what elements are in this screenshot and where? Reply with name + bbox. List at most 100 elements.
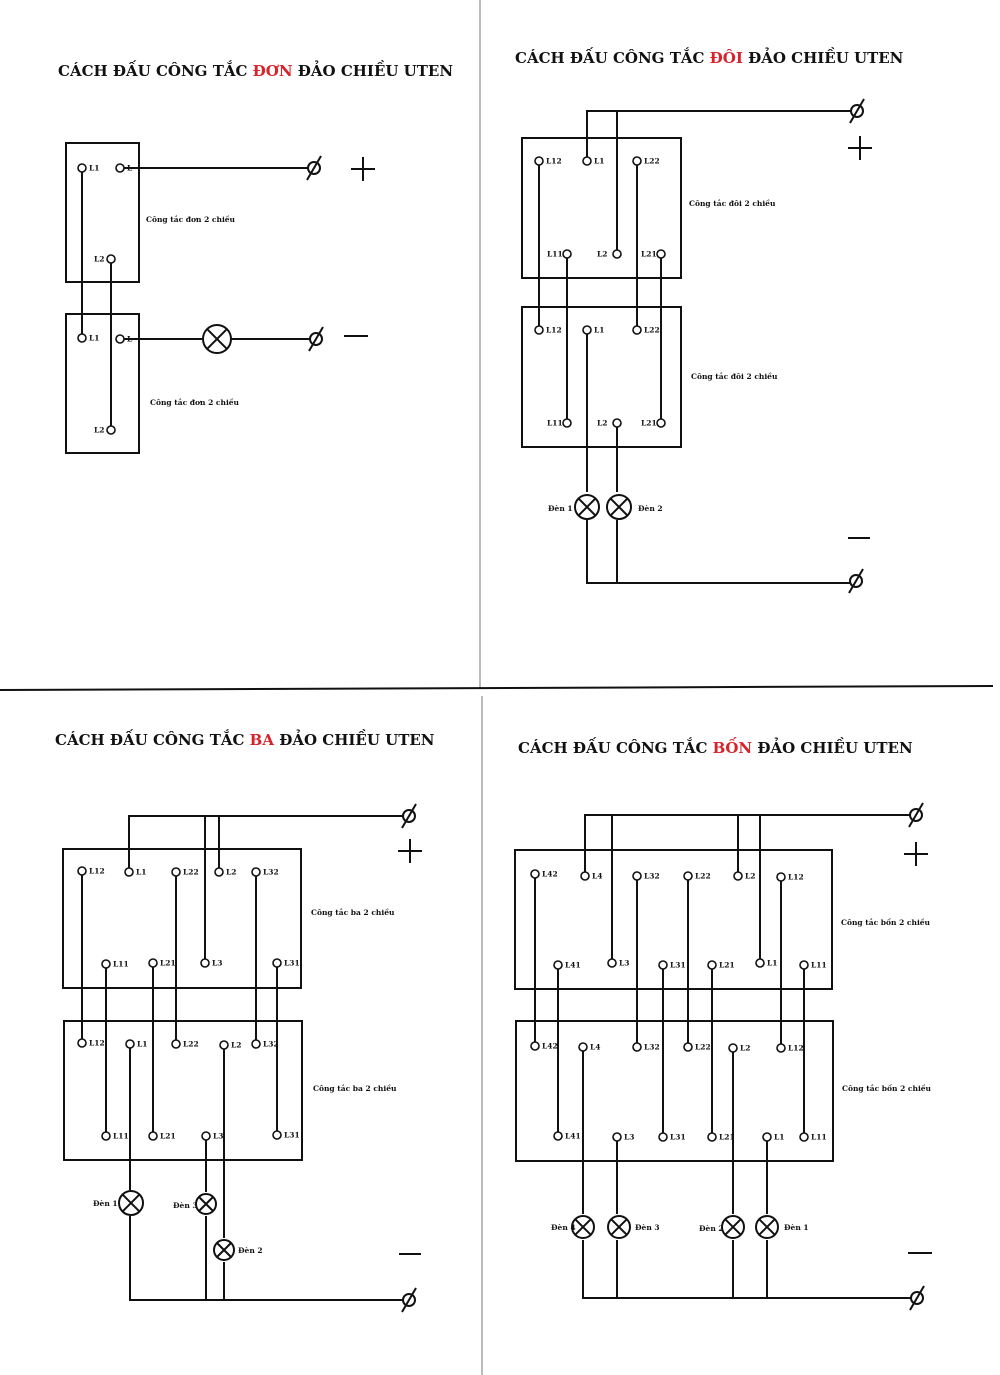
terminal [799,960,809,970]
panel-title: CÁCH ĐẤU CÔNG TẮC ĐÔI ĐẢO CHIỀU UTEN [515,47,904,67]
terminal-label: L1 [89,334,100,343]
switch-caption: Công tắc đôi 2 chiều [691,372,778,381]
terminal-label: L1 [767,959,778,968]
terminal [77,333,87,343]
panel-title: CÁCH ĐẤU CÔNG TẮC BA ĐẢO CHIỀU UTEN [55,729,435,749]
lamp-icon [202,324,232,354]
terminal [755,958,765,968]
terminal-label: L2 [231,1041,242,1050]
terminal-label: L21 [719,961,735,970]
terminal-label: L41 [565,1132,581,1141]
supply-terminal-slash [909,1285,925,1311]
switch-caption: Công tắc bốn 2 chiều [841,918,931,927]
switch-caption: Công tắc đơn 2 chiều [146,215,236,224]
lamp-icon [721,1215,745,1239]
terminal-label: L12 [546,157,562,166]
lamp-cross [121,1193,141,1213]
switch-caption: Công tắc ba 2 chiều [313,1084,397,1093]
terminal [553,960,563,970]
terminal [115,163,125,173]
terminal [607,958,617,968]
switch-caption: Công tắc đôi 2 chiều [689,199,776,208]
lamp-label: Đèn 1 [784,1223,809,1232]
title-highlight: BA [250,731,275,749]
terminal [214,867,224,877]
terminal [612,418,622,428]
terminal-label: L42 [542,870,558,879]
terminal-label: L1 [137,1040,148,1049]
switch-box [521,137,682,279]
terminal-label: L11 [547,419,563,428]
terminal-label: L4 [590,1043,601,1052]
terminal [101,959,111,969]
terminal [272,1130,282,1140]
terminal-label: L12 [89,867,105,876]
terminal [106,425,116,435]
title-text: ĐẢO CHIỀU UTEN [752,737,913,757]
terminal-label: L2 [226,868,237,877]
terminal [578,1042,588,1052]
plus-icon [848,136,872,160]
terminal-label: L12 [546,326,562,335]
terminal-label: L32 [263,1040,279,1049]
terminal [77,866,87,876]
terminal-label: L3 [212,959,223,968]
terminal-label: L42 [542,1042,558,1051]
lamp-label: Đèn 4 [551,1223,576,1232]
terminal-label: L31 [670,1133,686,1142]
terminal [125,1039,135,1049]
lamp-cross [577,497,597,517]
terminal [632,871,642,881]
terminal [582,156,592,166]
terminal-label: L22 [183,868,199,877]
lamp-icon [574,494,600,520]
divider-horizontal [0,685,994,691]
terminal-label: L4 [592,872,603,881]
terminal-label: L11 [113,1132,129,1141]
supply-terminal-icon [306,155,322,181]
terminal [632,156,642,166]
terminal [707,960,717,970]
terminal [776,872,786,882]
terminal-label: L1 [774,1133,785,1142]
lamp-cross [609,497,629,517]
terminal-label: L3 [213,1132,224,1141]
supply-terminal-icon [308,326,324,352]
supply-terminal-icon [401,803,417,829]
terminal-label: L11 [547,250,563,259]
terminal [115,334,125,344]
terminal [658,960,668,970]
terminal [77,1038,87,1048]
switch-box [521,306,682,448]
terminal [683,1042,693,1052]
terminal [799,1132,809,1142]
title-highlight: BỐN [713,737,753,757]
terminal [733,871,743,881]
lamp-cross [724,1218,742,1236]
terminal-label: L1 [136,868,147,877]
terminal-label: L1 [594,326,605,335]
plus-icon [351,157,375,181]
terminal-label: L11 [811,961,827,970]
terminal-label: L31 [284,1131,300,1140]
supply-terminal-icon [908,802,924,828]
switch-caption: Công tắc ba 2 chiều [311,908,395,917]
terminal-label: L22 [695,1043,711,1052]
terminal-label: L11 [113,960,129,969]
title-text: CÁCH ĐẤU CÔNG TẮC [518,737,713,757]
lamp-label: Đèn 3 [173,1201,198,1210]
terminal [106,254,116,264]
terminal [683,871,693,881]
terminal-label: L [127,335,133,344]
terminal [77,163,87,173]
lamp-cross [198,1196,214,1212]
terminal-label: L12 [89,1039,105,1048]
switch-caption: Công tắc đơn 2 chiều [150,398,240,407]
plus-icon [904,842,928,866]
terminal [534,325,544,335]
terminal [251,1039,261,1049]
title-highlight: ĐƠN [253,62,293,80]
terminal-label: L22 [644,326,660,335]
terminal [219,1040,229,1050]
wire [128,815,410,872]
